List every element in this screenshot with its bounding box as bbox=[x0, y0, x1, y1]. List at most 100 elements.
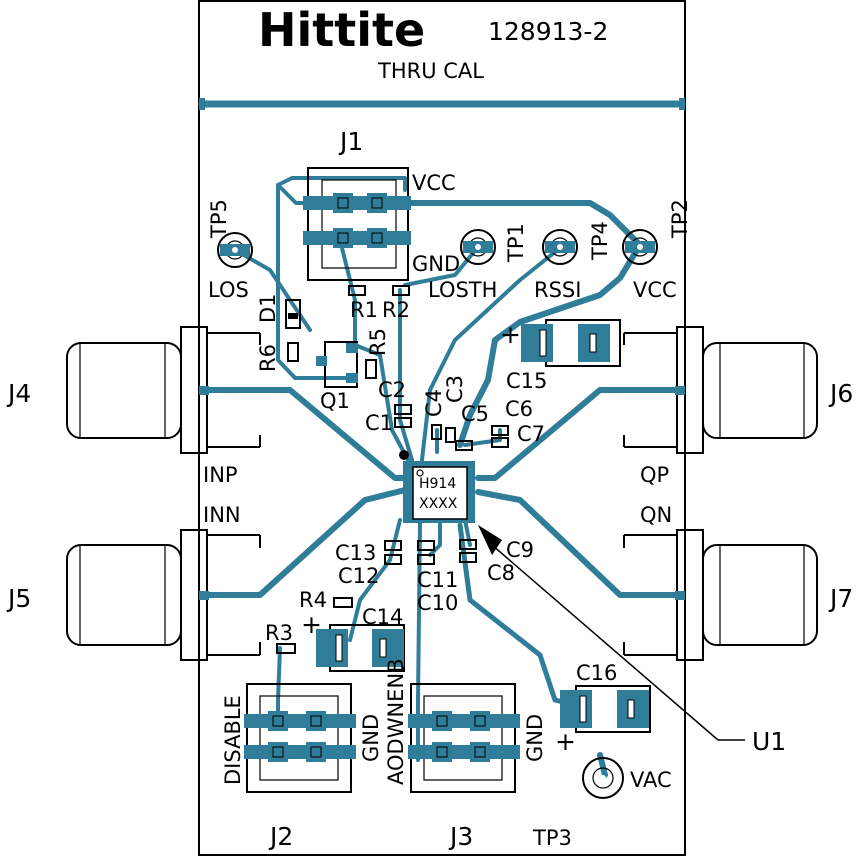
tp5-label: TP5 bbox=[207, 199, 231, 239]
c9-label: C9 bbox=[506, 538, 534, 562]
j7-connector[interactable] bbox=[623, 529, 818, 661]
j5-label: J5 bbox=[6, 584, 31, 613]
part-number: 128913-2 bbox=[488, 17, 608, 46]
ic-line-2: XXXX bbox=[419, 496, 458, 512]
board-outline bbox=[198, 0, 686, 856]
r1-label: R1 bbox=[350, 298, 378, 322]
c5-capacitor[interactable] bbox=[455, 440, 473, 451]
los-label: LOS bbox=[208, 278, 249, 302]
c16-capacitor[interactable] bbox=[560, 685, 651, 733]
copper-traces bbox=[204, 176, 680, 778]
r4-label: R4 bbox=[299, 588, 327, 612]
r6-resistor[interactable] bbox=[287, 342, 299, 362]
gnd-j2-label: GND bbox=[359, 714, 383, 762]
c10-capacitor[interactable] bbox=[417, 554, 435, 565]
r3-resistor[interactable] bbox=[276, 643, 296, 654]
c7-label: C7 bbox=[517, 422, 545, 446]
c11-capacitor[interactable] bbox=[417, 540, 435, 551]
j6-label: J6 bbox=[828, 379, 853, 408]
c16-label: C16 bbox=[576, 661, 617, 685]
tp2-label: TP2 bbox=[668, 199, 692, 239]
hittite-logo: Hittite bbox=[258, 3, 425, 57]
tp4-testpoint[interactable] bbox=[542, 229, 578, 265]
d1-label: D1 bbox=[256, 293, 280, 323]
rssi-label: RSSI bbox=[534, 278, 581, 302]
qn-trace bbox=[475, 489, 680, 598]
rssi-trace bbox=[420, 246, 562, 462]
tp4-label: TP4 bbox=[588, 221, 612, 261]
c11-label: C11 bbox=[417, 568, 458, 592]
j1-header[interactable] bbox=[303, 167, 411, 281]
r1-resistor[interactable] bbox=[348, 285, 366, 296]
u1-ic[interactable] bbox=[399, 450, 475, 523]
gnd-j1-label: GND bbox=[412, 252, 460, 276]
inn-label: INN bbox=[203, 503, 241, 527]
tp2-testpoint[interactable] bbox=[622, 229, 658, 265]
c16-plus: + bbox=[555, 727, 576, 756]
r1-trace bbox=[338, 238, 410, 462]
ic-line-1: H914 bbox=[419, 476, 456, 492]
c14-capacitor[interactable] bbox=[316, 624, 405, 672]
qp-label: QP bbox=[640, 463, 669, 487]
j3-label: J3 bbox=[448, 822, 473, 851]
c12-label: C12 bbox=[338, 564, 379, 588]
r6-label: R6 bbox=[256, 344, 280, 372]
disable-label: DISABLE bbox=[221, 695, 245, 785]
q1-label: Q1 bbox=[320, 389, 350, 413]
tp3-testpoint[interactable] bbox=[582, 757, 624, 799]
r5-label: R5 bbox=[366, 328, 390, 356]
j4-connector[interactable] bbox=[66, 326, 261, 454]
c14-label: C14 bbox=[362, 605, 403, 629]
j1-label: J1 bbox=[338, 127, 363, 156]
gnd-j3-label: GND bbox=[523, 714, 547, 762]
thru-cal-label: THRU CAL bbox=[377, 59, 484, 83]
j5-connector[interactable] bbox=[66, 529, 261, 661]
tp3-label: TP3 bbox=[532, 826, 572, 850]
qn-label: QN bbox=[640, 503, 672, 527]
tp1-testpoint[interactable] bbox=[460, 229, 496, 265]
c13-capacitor[interactable] bbox=[384, 540, 402, 551]
c12-capacitor[interactable] bbox=[384, 554, 402, 565]
c4-capacitor[interactable] bbox=[431, 424, 442, 440]
j2-header[interactable] bbox=[244, 683, 356, 793]
c4-label: C4 bbox=[422, 389, 446, 417]
losth-label: LOSTH bbox=[428, 278, 497, 302]
u1-leader-line bbox=[491, 544, 719, 741]
c1-label: C1 bbox=[365, 411, 393, 435]
j4-label: J4 bbox=[6, 379, 31, 408]
thru-cal-pad-right bbox=[679, 98, 685, 110]
c10-label: C10 bbox=[417, 591, 458, 615]
c5-label: C5 bbox=[461, 402, 489, 426]
q1-transistor[interactable] bbox=[316, 341, 358, 388]
d1-diode[interactable] bbox=[285, 299, 301, 329]
losth-trace bbox=[403, 245, 480, 287]
r2-trace bbox=[398, 288, 414, 462]
thru-cal-pad-left bbox=[199, 98, 205, 110]
los-trace bbox=[233, 248, 312, 332]
c6-capacitor[interactable] bbox=[491, 425, 509, 436]
tp5-testpoint[interactable] bbox=[217, 232, 253, 268]
r2-label: R2 bbox=[382, 298, 410, 322]
j3-header[interactable] bbox=[408, 683, 520, 793]
r2-resistor[interactable] bbox=[392, 285, 410, 296]
u1-label: U1 bbox=[752, 727, 786, 756]
inp-label: INP bbox=[203, 463, 238, 487]
c3-capacitor[interactable] bbox=[445, 427, 456, 443]
c9-capacitor[interactable] bbox=[459, 539, 477, 550]
c8-label: C8 bbox=[487, 561, 515, 585]
j6-connector[interactable] bbox=[623, 326, 818, 454]
aodwnenb-trace bbox=[416, 520, 422, 762]
j2-label: J2 bbox=[268, 822, 293, 851]
c15-capacitor[interactable] bbox=[521, 319, 621, 367]
c7-capacitor[interactable] bbox=[491, 437, 509, 448]
r4-resistor[interactable] bbox=[333, 597, 353, 608]
c8-capacitor[interactable] bbox=[459, 552, 477, 563]
c1-capacitor[interactable] bbox=[394, 417, 412, 428]
r3-label: R3 bbox=[265, 621, 293, 645]
d1-trace bbox=[276, 183, 347, 380]
tp1-label: TP1 bbox=[504, 223, 528, 263]
c2-capacitor[interactable] bbox=[394, 404, 412, 415]
r5-resistor[interactable] bbox=[365, 359, 377, 379]
